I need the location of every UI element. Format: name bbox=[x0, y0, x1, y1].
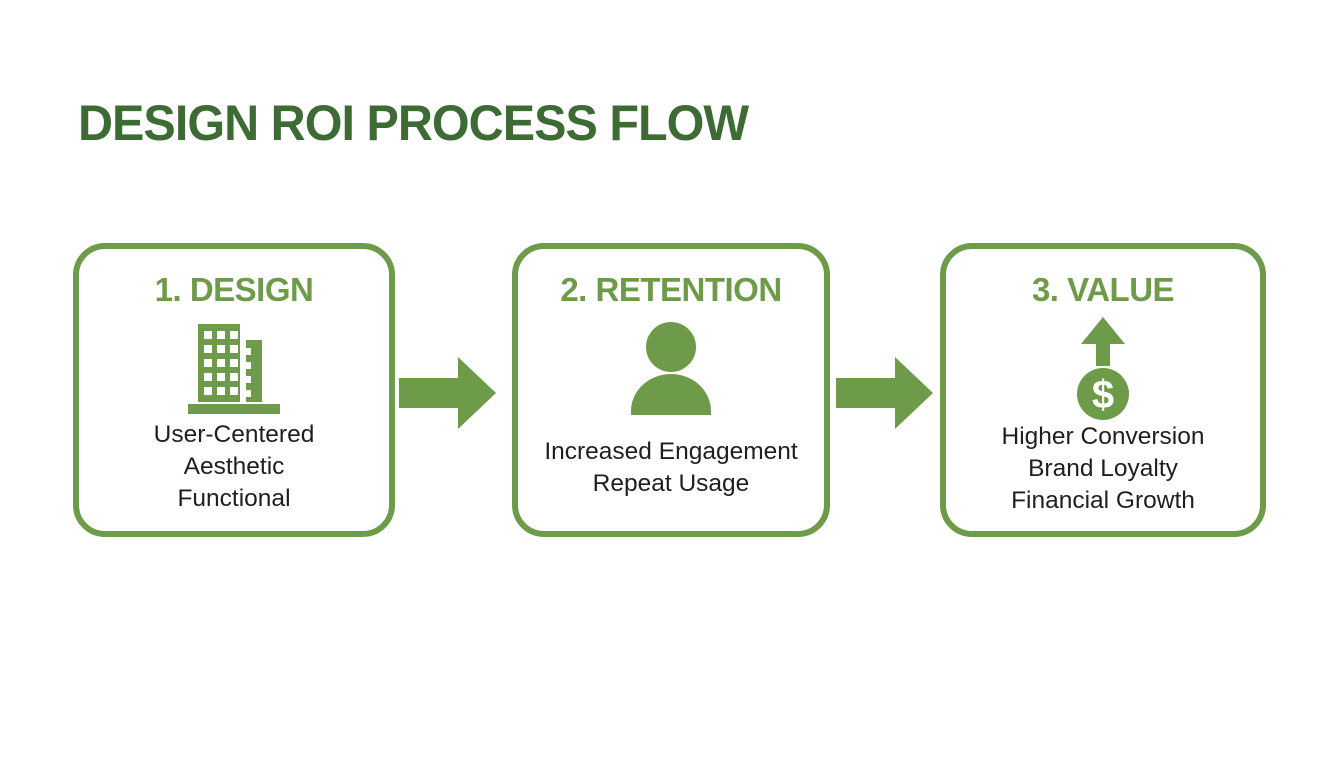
step-line: Brand Loyalty bbox=[1028, 455, 1178, 482]
arrow-right-icon bbox=[399, 357, 496, 429]
step-box-value: 3. VALUE $ Higher Conversion Brand Loyal… bbox=[940, 243, 1266, 537]
step-line: Repeat Usage bbox=[592, 470, 750, 497]
step-line: Higher Conversion bbox=[1001, 423, 1205, 450]
step-line: Financial Growth bbox=[1011, 487, 1195, 514]
step-label-retention: 2. RETENTION bbox=[560, 271, 782, 308]
step-box-design: 1. DESIGN bbox=[73, 243, 395, 537]
step-label-design: 1. DESIGN bbox=[154, 271, 314, 308]
step-line: User-Centered bbox=[153, 421, 315, 448]
step-box-retention: 2. RETENTION Increased Engagement Repeat… bbox=[512, 243, 830, 537]
person-icon bbox=[621, 317, 721, 421]
building-icon bbox=[182, 317, 286, 419]
step-label-value: 3. VALUE bbox=[1031, 271, 1175, 308]
step-line: Increased Engagement bbox=[544, 438, 798, 465]
page-title: DESIGN ROI PROCESS FLOW bbox=[78, 95, 749, 151]
step-lines-value: Higher Conversion Brand Loyalty Financia… bbox=[1002, 421, 1205, 517]
arrow-right-icon bbox=[836, 357, 933, 429]
step-lines-retention: Increased Engagement Repeat Usage bbox=[544, 421, 797, 515]
dollar-growth-icon: $ bbox=[1065, 317, 1141, 421]
svg-text:$: $ bbox=[1092, 373, 1114, 417]
step-line: Aesthetic bbox=[183, 453, 285, 480]
step-lines-design: User-Centered Aesthetic Functional bbox=[154, 419, 315, 515]
step-line: Functional bbox=[177, 485, 291, 512]
